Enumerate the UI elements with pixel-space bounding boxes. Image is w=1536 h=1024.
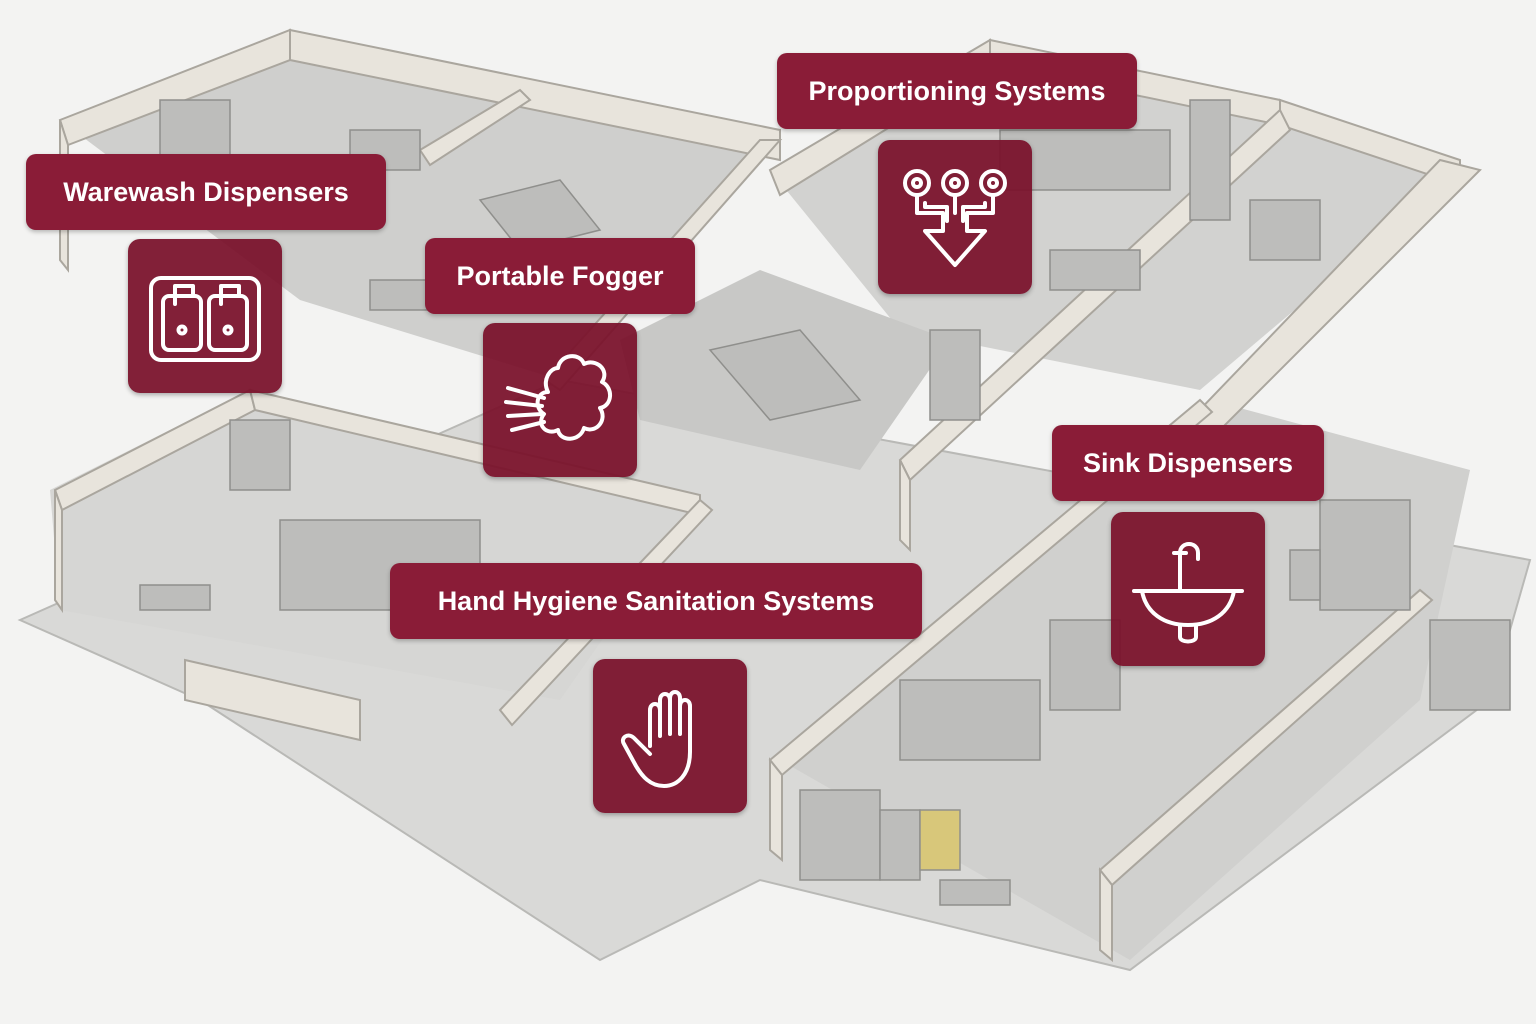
hand-icon	[593, 659, 747, 813]
callout-label-sink-dispensers: Sink Dispensers	[1052, 425, 1324, 501]
proportioning-manifold-icon	[878, 140, 1032, 294]
double-sink-dispenser-icon	[128, 239, 282, 393]
furniture	[139, 99, 1511, 906]
callout-label-proportioning-systems: Proportioning Systems	[777, 53, 1137, 129]
callout-label-warewash-dispensers: Warewash Dispensers	[26, 154, 386, 230]
fog-spray-icon	[483, 323, 637, 477]
sink-faucet-icon	[1111, 512, 1265, 666]
callout-label-hand-hygiene-sanitation-systems: Hand Hygiene Sanitation Systems	[390, 563, 922, 639]
callout-label-portable-fogger: Portable Fogger	[425, 238, 695, 314]
